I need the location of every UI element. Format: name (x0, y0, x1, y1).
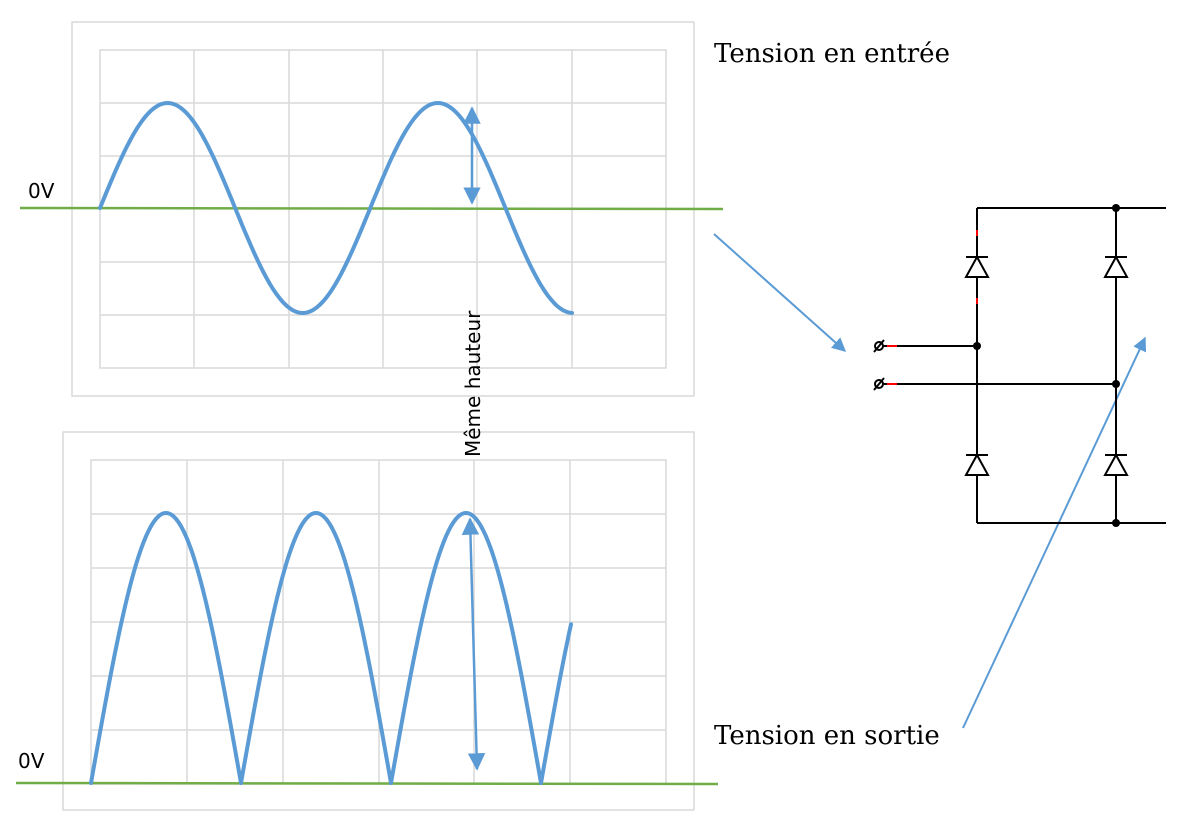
output-scope: 0V (15, 431, 719, 811)
same-height-label: Même hauteur (461, 310, 485, 457)
junction-bottom-right (1112, 519, 1120, 527)
output-zero-line (15, 781, 719, 786)
input-pointer-arrow (713, 233, 847, 352)
zero-label-bottom: 0V (18, 749, 45, 773)
diode-top-left (964, 254, 990, 278)
diode-top-right (1103, 254, 1129, 278)
junction-input1 (973, 342, 981, 350)
junction-top-right (1112, 204, 1120, 212)
input-terminal-2 (873, 377, 885, 391)
junction-dots (973, 204, 1120, 527)
input-voltage-title: Tension en entrée (714, 39, 950, 69)
diode-bottom-right (1103, 452, 1129, 476)
zero-label-top: 0V (28, 179, 55, 203)
input-terminal-1 (873, 339, 885, 353)
output-scope-frame (62, 431, 695, 811)
diode-bottom-left (964, 452, 990, 476)
output-height-arrow (461, 517, 486, 771)
output-pointer-arrow (962, 336, 1147, 729)
terminal-accents (887, 230, 978, 385)
output-scope-grid (90, 459, 667, 785)
junction-input2 (1112, 380, 1120, 388)
input-sine-wave (98, 101, 574, 315)
bridge-rectifier (873, 207, 1166, 524)
output-voltage-title: Tension en sortie (714, 721, 940, 751)
output-rectified-wave (89, 511, 573, 785)
input-scope: 0V (19, 21, 724, 397)
